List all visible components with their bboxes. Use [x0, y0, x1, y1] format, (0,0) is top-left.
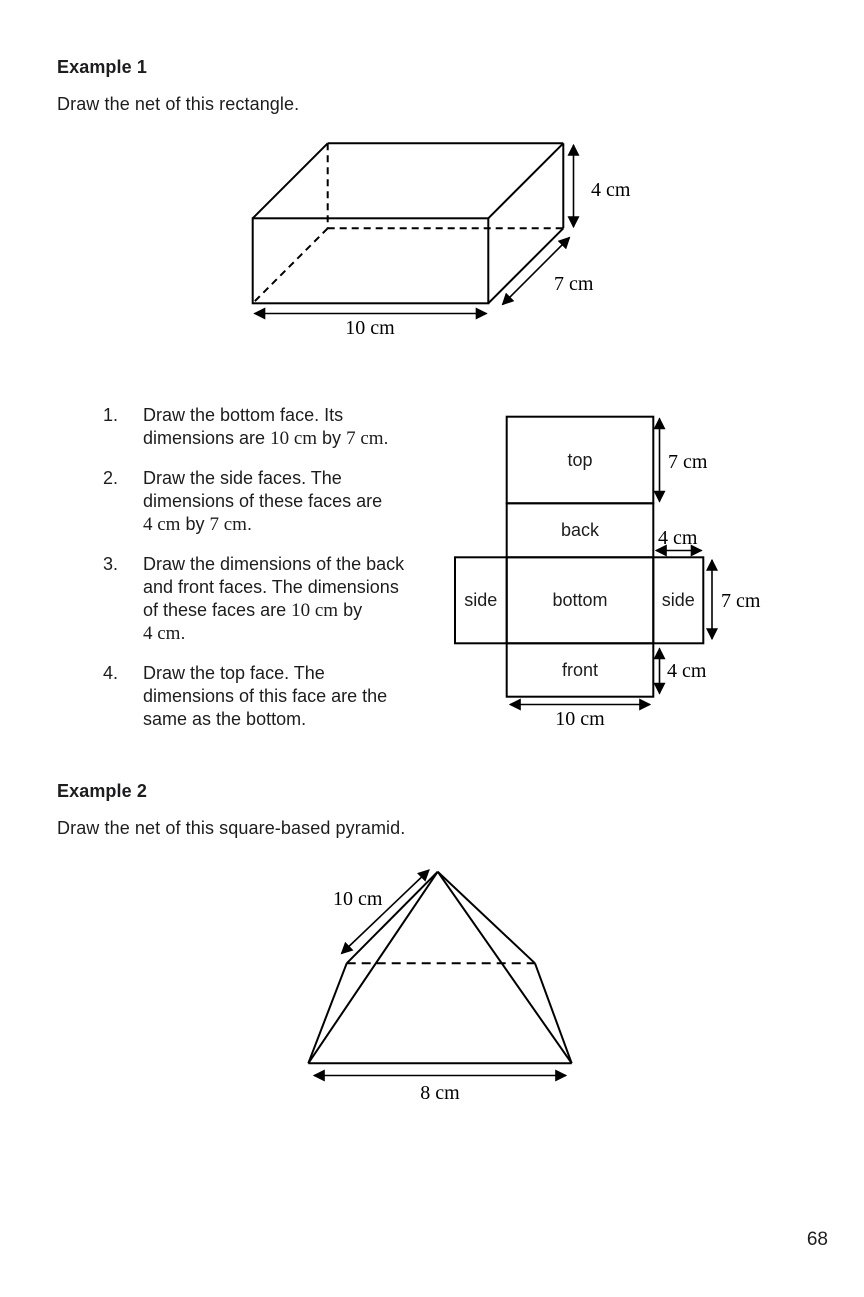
cuboid-figure: 4 cm 7 cm 10 cm — [251, 142, 631, 339]
step-text-segment: Draw the bottom face. Its — [143, 405, 344, 425]
net-face-rects — [454, 415, 705, 698]
step-text-segment: dimensions of this face are the — [143, 686, 388, 706]
net-side-height-label: 7 cm — [721, 590, 761, 612]
step-text-segment: of these faces are — [143, 600, 292, 620]
net-label-top: top — [567, 450, 592, 470]
step-text-segment: by — [317, 428, 347, 448]
cuboid-hidden-edges — [251, 143, 564, 305]
example2-intro: Draw the net of this square-based pyrami… — [57, 818, 406, 838]
net-label-front: front — [562, 660, 598, 680]
pyramid-figure: 10 cm 8 cm — [307, 869, 573, 1104]
measurement-text: 4 cm — [143, 514, 181, 535]
net-label-back: back — [561, 520, 600, 540]
measurement-text: 4 cm — [143, 623, 181, 644]
pyramid-base-label: 8 cm — [420, 1082, 460, 1104]
step-text-segment: by — [180, 514, 210, 534]
net-top-height-label: 7 cm — [668, 451, 708, 473]
depth-arrow — [501, 236, 571, 306]
step-text-segment: dimensions are — [143, 428, 271, 448]
example1-intro: Draw the net of this rectangle. — [57, 94, 300, 114]
net-label-bottom: bottom — [552, 590, 607, 610]
list-item: 4. Draw the top face. The dimensions of th… — [103, 662, 475, 731]
net-face-side-right — [652, 556, 705, 645]
step-text-segment: same as the bottom. — [143, 709, 307, 729]
example1-heading: Example 1 — [57, 57, 147, 77]
step-text-segment: Draw the dimensions of the back — [143, 554, 405, 574]
measurement-text: 10 cm — [270, 428, 318, 449]
cuboid-height-label: 4 cm — [591, 179, 631, 201]
list-item: 1. Draw the bottom face. Its dimensions ar… — [103, 404, 475, 450]
page-number: 68 — [806, 1229, 828, 1250]
measurement-text: 7 cm — [346, 428, 384, 449]
cuboid-dimension-arrows — [253, 143, 580, 320]
measurement-text: 7 cm — [209, 514, 247, 535]
example2-heading: Example 2 — [57, 781, 147, 801]
list-item: 2. Draw the side faces. The dimensions of … — [103, 467, 475, 536]
step-text-segment: dimensions of these faces are — [143, 491, 383, 511]
step-number: 2. — [103, 468, 119, 488]
cuboid-width-label: 10 cm — [345, 317, 395, 339]
cuboid-solid-edges — [251, 142, 565, 305]
pyramid-dimension-arrows — [312, 869, 568, 1082]
net-front-height-label: 4 cm — [667, 660, 707, 682]
step-number: 4. — [103, 663, 119, 683]
step-text-segment: by — [338, 600, 363, 620]
step-text-segment: . — [180, 623, 186, 643]
cuboid-depth-label: 7 cm — [554, 273, 594, 295]
step-text: Draw the top face. The dimensions of this… — [143, 662, 387, 731]
step-text-segment: Draw the top face. The — [143, 663, 325, 683]
step-text-segment: Draw the side faces. The — [143, 468, 342, 488]
step-text-segment: . — [383, 428, 389, 448]
step-number: 1. — [103, 405, 119, 425]
step-text-segment: and front faces. The dimensions — [143, 577, 399, 597]
net-label-side-right: side — [662, 590, 695, 610]
net-face-front — [505, 642, 655, 698]
net-dimension-arrows — [508, 417, 718, 711]
net-side-width-label: 4 cm — [658, 527, 698, 549]
step-text-segment: . — [246, 514, 252, 534]
net-bottom-width-label: 10 cm — [555, 708, 605, 730]
net-figure: top back side bottom side front 7 cm 4 c… — [454, 415, 761, 730]
slant-arrow — [340, 869, 430, 955]
net-label-side-left: side — [464, 590, 497, 610]
step-text: Draw the dimensions of the back and front… — [143, 553, 404, 645]
steps-list: 1. Draw the bottom face. Its dimensions ar… — [103, 404, 475, 748]
step-number: 3. — [103, 554, 119, 574]
step-text: Draw the side faces. The dimensions of th… — [143, 467, 382, 536]
pyramid-slant-label: 10 cm — [333, 888, 383, 910]
measurement-text: 10 cm — [291, 600, 339, 621]
list-item: 3. Draw the dimensions of the back and fro… — [103, 553, 475, 645]
